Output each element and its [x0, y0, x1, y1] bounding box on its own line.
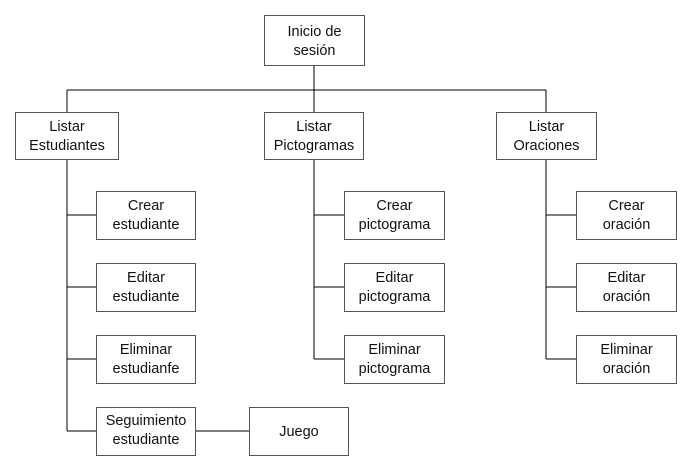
node-delete-sentence-line2: oración — [603, 361, 651, 377]
node-create-pictogram-line2: pictograma — [359, 217, 432, 233]
node-list-pictograms-line2: Pictogramas — [274, 138, 355, 154]
node-edit-pictogram: Editar pictograma — [344, 263, 445, 312]
node-create-pictogram-line1: Crear — [376, 198, 412, 214]
node-list-students-line1: Listar — [49, 119, 85, 135]
node-edit-student-line1: Editar — [127, 270, 165, 286]
node-create-pictogram: Crear pictograma — [344, 191, 445, 240]
node-list-pictograms: Listar Pictogramas — [264, 112, 364, 160]
node-edit-sentence-line1: Editar — [608, 270, 646, 286]
node-delete-student: Eliminar estudianfe — [96, 335, 196, 384]
node-list-sentences-line2: Oraciones — [513, 138, 579, 154]
node-edit-pictogram-line2: pictograma — [359, 289, 432, 305]
node-delete-student-line1: Eliminar — [120, 342, 173, 358]
node-create-student-line2: estudiante — [113, 217, 180, 233]
node-list-students-line2: Estudiantes — [29, 138, 105, 154]
node-list-pictograms-line1: Listar — [296, 119, 332, 135]
node-edit-sentence-line2: oración — [603, 289, 651, 305]
node-student-tracking: Seguimiento estudiante — [96, 407, 196, 456]
node-delete-sentence-line1: Eliminar — [600, 342, 653, 358]
node-edit-student-line2: estudiante — [113, 289, 180, 305]
node-delete-sentence: Eliminar oración — [576, 335, 677, 384]
node-login: Inicio de sesión — [264, 15, 365, 66]
node-list-students: Listar Estudiantes — [15, 112, 119, 160]
node-create-sentence-line1: Crear — [608, 198, 644, 214]
node-delete-pictogram-line2: pictograma — [359, 361, 432, 377]
node-create-sentence-line2: oración — [603, 217, 651, 233]
node-login-line2: sesión — [294, 43, 336, 59]
node-delete-pictogram-line1: Eliminar — [368, 342, 421, 358]
node-student-tracking-line1: Seguimiento — [106, 413, 187, 429]
node-create-student-line1: Crear — [128, 198, 164, 214]
node-edit-sentence: Editar oración — [576, 263, 677, 312]
node-game-label: Juego — [279, 424, 319, 440]
node-game: Juego — [249, 407, 349, 456]
node-list-sentences-line1: Listar — [529, 119, 565, 135]
node-list-sentences: Listar Oraciones — [496, 112, 597, 160]
connectors — [66, 66, 576, 432]
node-login-line1: Inicio de — [287, 24, 341, 40]
node-student-tracking-line2: estudiante — [113, 432, 180, 448]
node-delete-pictogram: Eliminar pictograma — [344, 335, 445, 384]
node-edit-pictogram-line1: Editar — [376, 270, 414, 286]
node-create-sentence: Crear oración — [576, 191, 677, 240]
node-edit-student: Editar estudiante — [96, 263, 196, 312]
node-create-student: Crear estudiante — [96, 191, 196, 240]
node-delete-student-line2: estudianfe — [113, 361, 180, 377]
